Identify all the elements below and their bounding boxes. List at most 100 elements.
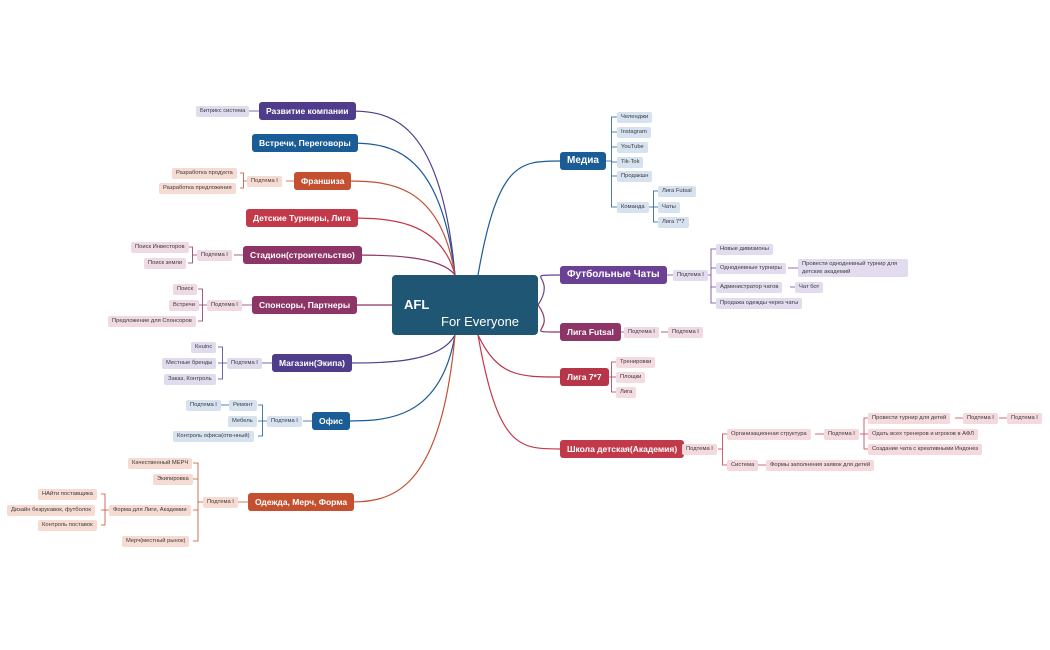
subtopic-poisk-investorov[interactable]: Поиск Инвесторов xyxy=(131,242,189,253)
subtopic-provesti-turnir-akademiy[interactable]: Провести однодневный турнир для детских … xyxy=(798,259,908,277)
subtopic-novye-divizony[interactable]: Новые дивизионы xyxy=(716,244,773,255)
subtopic-komanda-chaty[interactable]: Чаты xyxy=(658,202,680,213)
subtopic-trenirovki[interactable]: Тренировки xyxy=(616,357,656,368)
subtopic-komanda-7x7[interactable]: Лига 7*7 xyxy=(658,217,689,228)
subtopic-stadion-podtema[interactable]: Подтема I xyxy=(197,250,232,261)
subtopic-futsal-podtema-2[interactable]: Подтема I xyxy=(668,327,703,338)
subtopic-chaty-podtema[interactable]: Подтема I xyxy=(673,270,708,281)
subtopic-razrabotka-predlozheniya[interactable]: Разработка предложения xyxy=(159,183,236,194)
subtopic-instagram[interactable]: Instagram xyxy=(617,127,651,138)
edge-org-children xyxy=(860,417,868,450)
topic-razvitie[interactable]: Развитие компании xyxy=(259,102,356,120)
edge-media xyxy=(477,160,561,276)
edge-futsal xyxy=(537,304,561,333)
topic-liga-futsal[interactable]: Лига Futsal xyxy=(560,323,621,341)
subtopic-ploshchki[interactable]: Площки xyxy=(616,372,646,383)
subtopic-prodazha-odezhdy[interactable]: Продажа одежды через чаты xyxy=(716,298,803,309)
subtopic-vstrechi[interactable]: Встречи xyxy=(169,300,199,311)
subtopic-org-struktura[interactable]: Организационная структура xyxy=(727,429,811,440)
edge-odezhda xyxy=(344,334,456,503)
subtopic-nayti-postavshchika[interactable]: НАйти поставщика xyxy=(38,489,97,500)
subtopic-zakaz-kontrol[interactable]: Заказ, Контроль xyxy=(164,374,216,385)
edge-forma-children xyxy=(101,493,109,526)
central-topic[interactable]: AFL For Everyone xyxy=(392,275,538,335)
edge-detskie xyxy=(344,217,456,276)
subtopic-administrator-chatov[interactable]: Администратор чатов xyxy=(716,282,783,293)
subtopic-chelendzhi[interactable]: Челенджи xyxy=(617,112,653,123)
topic-odezhda[interactable]: Одежда, Мерч, Форма xyxy=(248,493,355,511)
subtopic-sponsory-podtema[interactable]: Подтема I xyxy=(207,300,242,311)
subtopic-sozdanie-chata[interactable]: Создание чата с креативными Индонез xyxy=(868,444,982,455)
subtopic-provesti-turnir-detey[interactable]: Провести турнир для детей xyxy=(868,413,951,424)
edge-of-children xyxy=(258,404,267,437)
subtopic-magazin-podtema[interactable]: Подтема I xyxy=(227,358,262,369)
subtopic-tiktok[interactable]: Tik-Tok xyxy=(617,157,644,168)
subtopic-futsal-podtema[interactable]: Подтема I xyxy=(624,327,659,338)
subtopic-forma-ligi[interactable]: Форма для Лиги, Академии xyxy=(109,505,191,516)
topic-stadion[interactable]: Стадион(строительство) xyxy=(243,246,362,264)
subtopic-turnir-podtema-2[interactable]: Подтема I xyxy=(1007,413,1042,424)
topic-sponsory[interactable]: Спонсоры, Партнеры xyxy=(252,296,358,314)
central-topic-title: AFL xyxy=(404,297,430,312)
subtopic-liga[interactable]: Лига xyxy=(616,387,637,398)
subtopic-poisk[interactable]: Поиск xyxy=(173,284,198,295)
subtopic-odnodnevnye-turniry[interactable]: Однодневные турниры xyxy=(716,263,786,274)
edge-mg-children xyxy=(218,346,227,380)
subtopic-dizayn[interactable]: Дизайн безрукавок, футболок xyxy=(7,505,95,516)
edge-liga77 xyxy=(477,334,561,378)
topic-detskie-turniry[interactable]: Детские Турниры, Лига xyxy=(246,209,358,227)
subtopic-prodakshn[interactable]: Продакшн xyxy=(617,171,653,182)
topic-ofis[interactable]: Офис xyxy=(312,412,351,430)
subtopic-komanda[interactable]: Команда xyxy=(617,202,649,213)
topic-futbolnye-chaty[interactable]: Футбольные Чаты xyxy=(560,266,667,284)
subtopic-mestnye-brendy[interactable]: Местные бренды xyxy=(162,358,217,369)
subtopic-bitrix[interactable]: Битрикс система xyxy=(196,106,250,117)
edge-media-children xyxy=(606,116,617,208)
subtopic-kontrol-postavok[interactable]: Контроль поставок xyxy=(38,520,97,531)
subtopic-sistema[interactable]: Система xyxy=(727,460,759,471)
subtopic-formy-zayavok[interactable]: Формы заполнения заявок для детей xyxy=(766,460,875,471)
subtopic-poisk-zemli[interactable]: Поиск земли xyxy=(144,258,187,269)
edge-shkola xyxy=(477,334,561,450)
edge-magazin xyxy=(344,334,456,364)
subtopic-knuinc[interactable]: Кнuinc xyxy=(191,342,217,353)
edge-st-children xyxy=(188,246,197,264)
subtopic-kachestvenny-merch[interactable]: Качественный МЕРЧ xyxy=(128,458,193,469)
topic-liga-7x7[interactable]: Лига 7*7 xyxy=(560,368,609,386)
subtopic-komanda-futsal[interactable]: Лига Futsal xyxy=(658,186,696,197)
topic-magazin[interactable]: Магазин(Экипа) xyxy=(272,354,352,372)
subtopic-shkola-podtema[interactable]: Подтема I xyxy=(682,444,717,455)
edge-chaty-children xyxy=(706,248,716,304)
subtopic-kontrol-ofisa[interactable]: Контроль офиса(отв-нный) xyxy=(173,431,254,442)
edge-liga77-children xyxy=(607,361,616,393)
subtopic-org-podtema[interactable]: Подтема I xyxy=(824,429,859,440)
edge-komanda-children xyxy=(649,190,658,223)
subtopic-chat-bot[interactable]: Чат бот xyxy=(795,282,824,293)
edge-shkola-children xyxy=(718,433,727,466)
edge-od-children xyxy=(193,462,203,542)
subtopic-odezhda-podtema[interactable]: Подтема I xyxy=(203,497,238,508)
topic-vstrechi[interactable]: Встречи, Переговоры xyxy=(252,134,358,152)
subtopic-remont-podtema[interactable]: Подтема I xyxy=(186,400,221,411)
edge-sp-children xyxy=(198,288,207,322)
subtopic-franshiza-podtema[interactable]: Подтема I xyxy=(247,176,282,187)
edge-fr-children xyxy=(240,172,247,189)
edge-franshiza xyxy=(344,180,456,276)
subtopic-ofis-podtema[interactable]: Подтема I xyxy=(267,416,302,427)
topic-shkola[interactable]: Школа детская(Академия) xyxy=(560,440,685,458)
subtopic-ekipirovka[interactable]: Экипировка xyxy=(153,474,193,485)
central-topic-subtitle: For Everyone xyxy=(441,314,520,329)
subtopic-remont[interactable]: Ремонт xyxy=(229,400,257,411)
edge-vstrechi xyxy=(344,142,456,276)
subtopic-odat-trenerov[interactable]: Одать всех тренеров и игроков в АФЛ xyxy=(868,429,978,440)
subtopic-turnir-podtema[interactable]: Подтема I xyxy=(963,413,998,424)
subtopic-razrabotka-produkta[interactable]: Разработка продукта xyxy=(172,168,237,179)
subtopic-predlozhenie-sponsorov[interactable]: Предложение для Спонсоров xyxy=(108,316,196,327)
subtopic-merch-mestny[interactable]: Мерч(местный рынок) xyxy=(122,536,190,547)
topic-media[interactable]: Медиа xyxy=(560,152,606,170)
topic-franshiza[interactable]: Франшиза xyxy=(294,172,352,190)
subtopic-mebel[interactable]: Мебель xyxy=(228,416,257,427)
subtopic-youtube[interactable]: YouTube xyxy=(617,142,648,153)
